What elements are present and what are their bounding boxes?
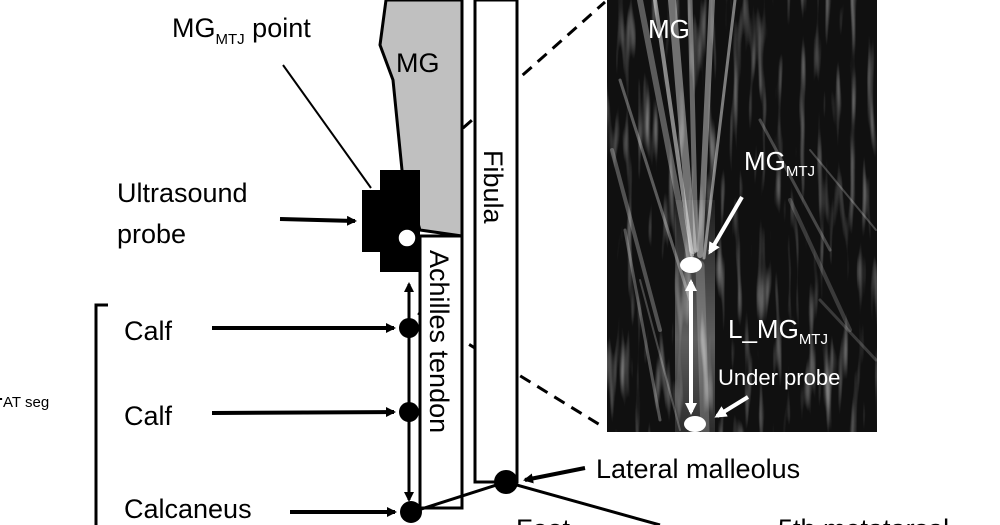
tendon-glow — [675, 200, 715, 432]
left-annotations: MGMTJ point Ultrasound probe LAT seg Cal… — [0, 13, 949, 525]
achilles-tendon-shape — [418, 234, 464, 510]
calf-label-1: Calf — [124, 316, 173, 346]
probe-pointer-arrow — [279, 215, 357, 226]
calcaneus-marker — [400, 501, 422, 523]
at-segment-bracket — [94, 303, 108, 525]
probe-point-marker — [397, 228, 417, 248]
fibula-shape — [473, 0, 519, 484]
calf-point-2-marker — [399, 402, 419, 422]
ultrasound-under-probe-label: Under probe — [718, 365, 840, 390]
ultrasound-image: MG MGMTJ L_MGMTJ Under probe — [607, 0, 877, 432]
mg-label: MG — [396, 48, 440, 78]
foot-label-partial: Foot — [516, 514, 571, 525]
mg-mtj-point-leader-line — [282, 64, 372, 189]
lateral-malleolus-label: Lateral malleolus — [596, 454, 800, 484]
ultrasound-probe-label-line1: Ultrasound — [117, 178, 248, 208]
fibula-label: Fibula — [478, 150, 508, 225]
ultrasound-l-mg-mtj-label: L_MGMTJ — [728, 314, 828, 348]
speckle-texture — [607, 0, 877, 432]
lateral-malleolus-pointer-arrow — [523, 466, 586, 484]
calcaneus-label: Calcaneus — [124, 494, 252, 524]
leg-schematic: Fibula Achilles tendon MG — [362, 0, 661, 525]
mtj-point-marker — [680, 257, 702, 273]
calf-2-pointer-arrow — [211, 407, 396, 418]
calf-label-2: Calf — [124, 401, 173, 431]
ultrasound-probe-label-line2: probe — [117, 219, 186, 249]
ultrasound-mg-mtj-label: MGMTJ — [744, 146, 815, 180]
under-probe-point-marker — [684, 416, 706, 432]
achilles-tendon-label: Achilles tendon — [424, 250, 454, 433]
mg-mtj-pointer-arrow — [708, 195, 744, 255]
under-probe-pointer-arrow — [714, 395, 750, 418]
calf-point-1-marker — [399, 318, 419, 338]
ultrasound-mg-label: MG — [648, 14, 690, 44]
mg-mtj-point-label: MGMTJ point — [172, 13, 311, 48]
at-segment-label: LAT seg — [0, 376, 49, 411]
ultrasound-probe-shape — [362, 170, 420, 272]
fifth-metatarsal-label-partial: 5th metatarsal — [778, 514, 949, 525]
lateral-malleolus-marker — [494, 470, 518, 494]
